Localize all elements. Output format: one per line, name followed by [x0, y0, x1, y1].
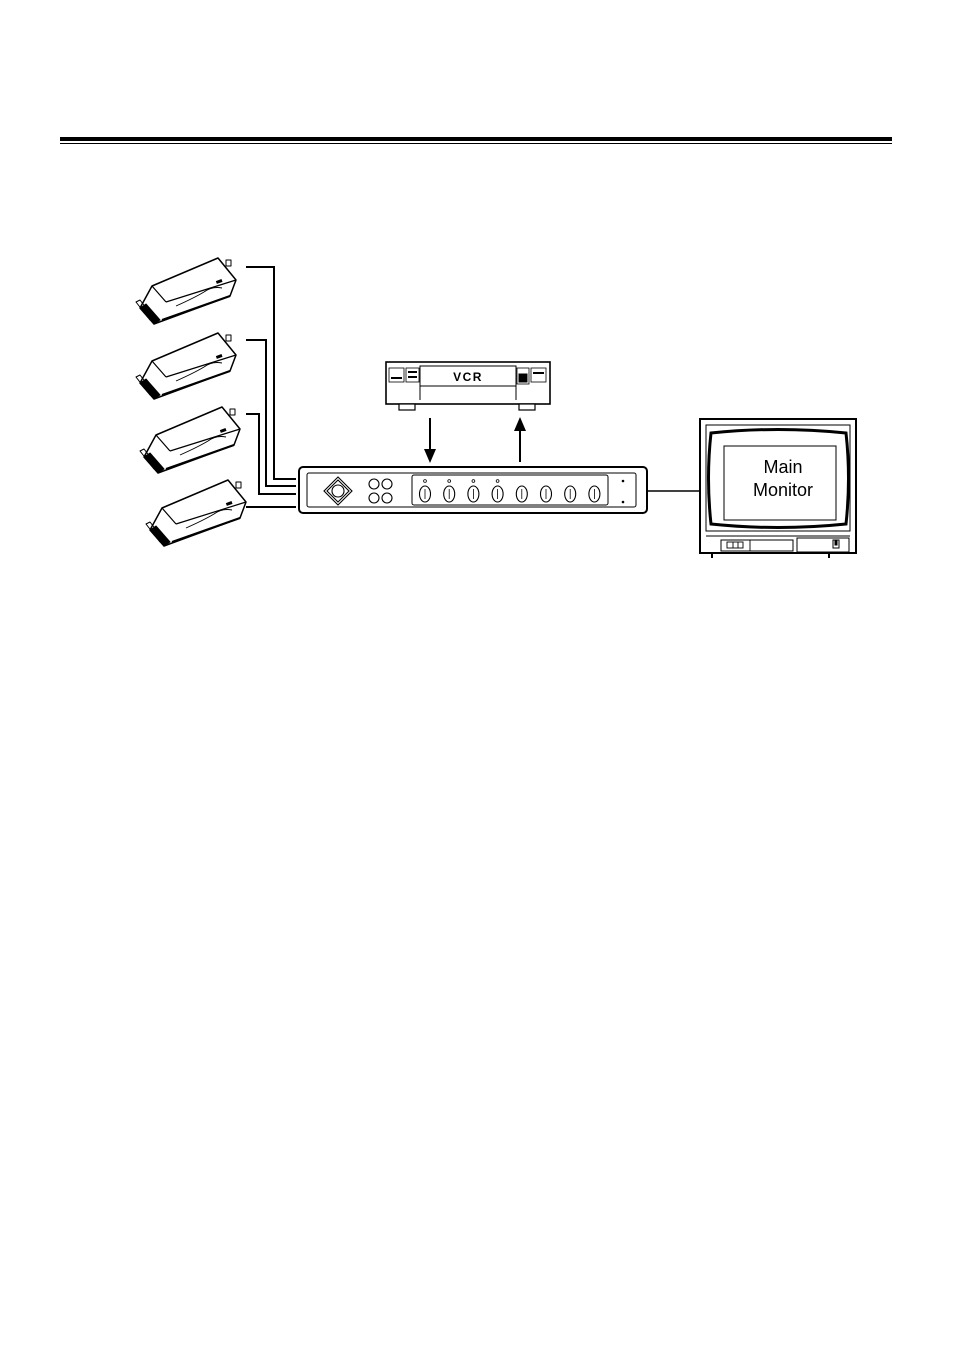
vcr-arrows [424, 417, 526, 463]
camera-1 [136, 258, 236, 324]
vcr: VCR [386, 362, 550, 410]
camera-4 [146, 480, 246, 546]
camera-3 [140, 407, 240, 473]
power-led [622, 480, 625, 483]
vcr-label: VCR [453, 370, 483, 384]
monitor-label-line1: Main [763, 457, 802, 477]
camera-group [136, 258, 246, 546]
monitor-label-line2: Monitor [753, 480, 813, 500]
camera-2 [136, 333, 236, 399]
multiplexer [299, 467, 647, 513]
status-led [622, 501, 625, 504]
arrow-down-icon [424, 449, 436, 463]
header-rule [60, 137, 892, 144]
main-monitor: Main Monitor [700, 419, 856, 558]
camera-3-cable [246, 414, 296, 494]
camera-cables [246, 267, 296, 507]
arrow-up-icon [514, 417, 526, 431]
camera-1-cable [246, 267, 296, 479]
